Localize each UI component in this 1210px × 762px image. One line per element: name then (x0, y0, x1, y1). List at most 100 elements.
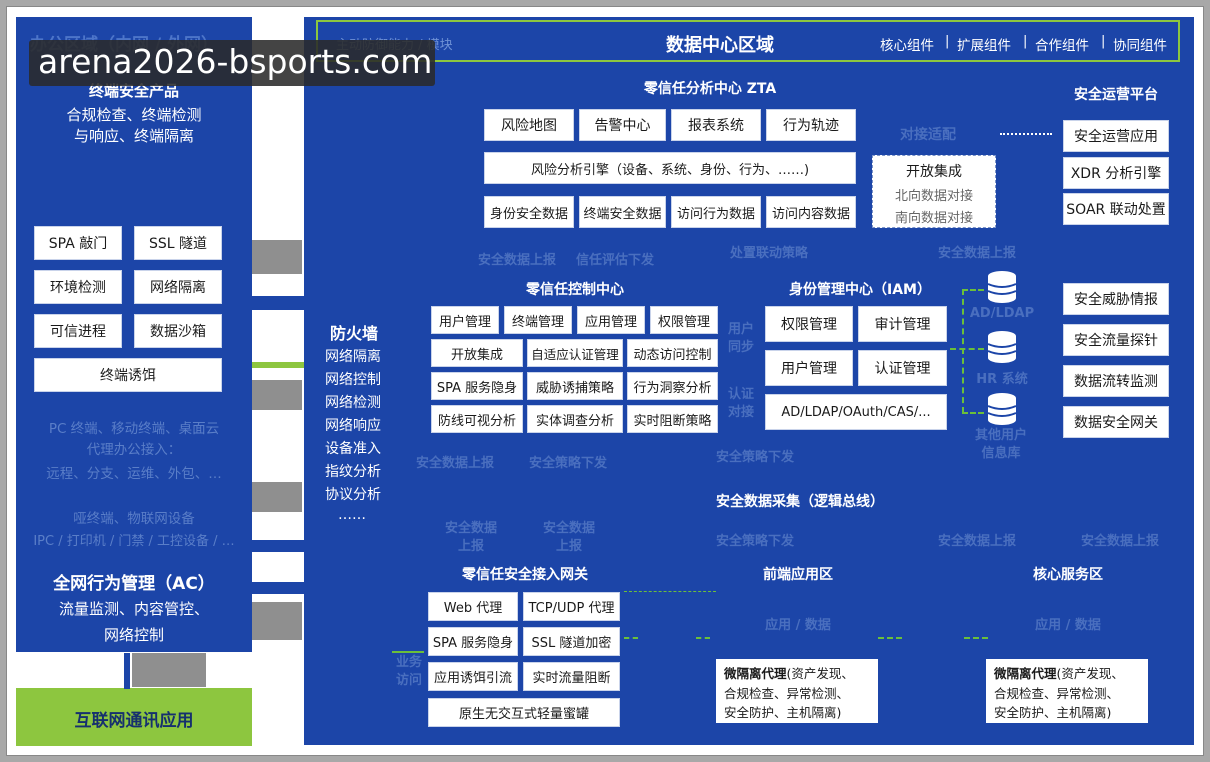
ztc-threat-trap: 威胁诱捕策略 (527, 372, 623, 400)
iam-title: 身份管理中心（IAM） (789, 282, 931, 298)
datacenter-header-inner (318, 22, 1178, 60)
ztc-realtime-block: 实时阻断策略 (627, 405, 718, 433)
pc-line1: PC 终端、移动终端、桌面云 (48, 421, 220, 437)
db-connector (962, 289, 984, 291)
connector-block (252, 240, 302, 274)
connector-line (252, 582, 304, 594)
label-policy-down1: 安全策略下发 (529, 456, 608, 471)
pc-line3: 远程、分支、运维、外包、… (46, 466, 222, 482)
ac-title: 全网行为管理（AC） (53, 574, 215, 594)
core-micro-desc1: (资产发现、 (1056, 666, 1124, 681)
db-label-ad: AD/LDAP (969, 306, 1035, 321)
office-feature-env: 环境检测 (34, 270, 122, 304)
ztc-open-integration: 开放集成 (431, 339, 523, 367)
iam-auth-mgmt: 认证管理 (858, 350, 947, 386)
firewall-item: 网络隔离 (325, 349, 381, 365)
ztc-spa-stealth: SPA 服务隐身 (431, 372, 523, 400)
database-icon (987, 393, 1017, 425)
front-micro-line1: 微隔离代理(资产发现、 (724, 664, 854, 683)
database-icon (987, 271, 1017, 303)
firewall-item: 网络控制 (325, 372, 381, 388)
ac-line2: 网络控制 (103, 626, 164, 644)
adapter-dots (1000, 133, 1052, 135)
ztc-dynamic-access: 动态访问控制 (627, 339, 718, 367)
zta-behavior-trace: 行为轨迹 (766, 109, 856, 141)
datacenter-title: 数据中心区域 (666, 35, 774, 56)
adapter-title: 对接适配 (900, 127, 956, 143)
soc-xdr: XDR 分析引擎 (1063, 157, 1169, 189)
ztc-user-mgmt: 用户管理 (431, 306, 499, 334)
db-connector (962, 412, 984, 414)
svc-data-flow: 数据流转监测 (1063, 365, 1169, 397)
front-micro-desc3: 安全防护、主机隔离) (724, 705, 842, 720)
office-feature-decoy: 终端诱饵 (34, 358, 222, 392)
iam-user-mgmt: 用户管理 (765, 350, 853, 386)
label-report-b: 安全数据上报 (542, 521, 595, 554)
zta-access-content-data: 访问内容数据 (766, 196, 856, 228)
core-micro-title: 微隔离代理 (994, 666, 1057, 681)
core-title: 核心服务区 (1033, 567, 1103, 583)
gateway-title: 零信任安全接入网关 (462, 567, 588, 583)
connector-line (124, 653, 130, 689)
legend-core: 核心组件 (880, 38, 934, 54)
internet-app-label: 互联网通讯应用 (74, 711, 194, 731)
label-report-a: 安全数据上报 (444, 521, 497, 554)
dumb-line2: IPC / 打印机 / 门禁 / 工控设备 / … (33, 534, 235, 549)
connector-line (252, 362, 304, 368)
firewall-item: 网络响应 (325, 418, 381, 434)
gw-web-proxy: Web 代理 (428, 592, 518, 621)
front-title: 前端应用区 (763, 567, 833, 583)
zta-access-behavior-data: 访问行为数据 (671, 196, 761, 228)
adapter-south: 南向数据对接 (894, 211, 973, 226)
gw-ssl-tunnel: SSL 隧道加密 (523, 627, 620, 656)
firewall-item: 网络检测 (325, 395, 381, 411)
connector-block (252, 602, 302, 640)
firewall-item: 设备准入 (325, 441, 381, 457)
data-collect-bus: 安全数据采集（逻辑总线） (716, 494, 884, 510)
gw-realtime-block: 实时流量阻断 (523, 662, 620, 691)
front-micro-desc2: 合规检查、异常检测、 (724, 686, 850, 701)
database-icon (987, 331, 1017, 363)
ztc-endpoint-mgmt: 终端管理 (504, 306, 572, 334)
label-report2: 安全数据上报 (938, 246, 1017, 261)
office-feature-ssl: SSL 隧道 (134, 226, 222, 260)
ztc-adaptive-auth: 自适应认证管理 (527, 339, 623, 367)
watermark-text: arena2026-bsports.com (38, 42, 433, 81)
firewall-item: 指纹分析 (325, 464, 381, 480)
endpoint-product-desc2: 与响应、终端隔离 (73, 127, 194, 145)
connector-block (252, 380, 302, 410)
watermark (29, 40, 435, 86)
ztc-defense-visual: 防线可视分析 (431, 405, 523, 433)
label-trust-down: 信任评估下发 (576, 253, 655, 268)
zta-report-system: 报表系统 (671, 109, 761, 141)
front-core-arrow (878, 637, 902, 639)
gw-front-arrow (624, 637, 638, 639)
adapter-box (872, 155, 996, 228)
label-handle-policy: 处置联动策略 (730, 246, 809, 261)
label-report3: 安全数据上报 (416, 456, 495, 471)
db-connector (950, 348, 984, 350)
front-micro-box (716, 659, 878, 723)
label-business-access: 业务访问 (395, 655, 422, 688)
office-feature-isolation: 网络隔离 (134, 270, 222, 304)
soc-soar: SOAR 联动处置 (1063, 193, 1169, 225)
db-connector (962, 289, 964, 413)
soc-title: 安全运营平台 (1074, 87, 1158, 103)
legend-partner: 合作组件 (1035, 38, 1089, 54)
office-feature-trusted-process: 可信进程 (34, 314, 122, 348)
ztc-title: 零信任控制中心 (526, 282, 624, 298)
endpoint-product-desc1: 合规检查、终端检测 (66, 106, 202, 124)
gw-honeypot: 原生无交互式轻量蜜罐 (428, 698, 620, 727)
zta-risk-engine: 风险分析引擎（设备、系统、身份、行为、……) (484, 152, 856, 184)
gw-front-arrow (696, 637, 710, 639)
adapter-open-title: 开放集成 (906, 164, 962, 180)
core-micro-desc3: 安全防护、主机隔离) (994, 705, 1112, 720)
zta-title: 零信任分析中心 ZTA (643, 81, 777, 97)
ztc-app-mgmt: 应用管理 (577, 306, 645, 334)
core-micro-line1: 微隔离代理(资产发现、 (994, 664, 1124, 683)
svc-traffic-probe: 安全流量探针 (1063, 324, 1169, 356)
gw-front-arrow (624, 591, 716, 592)
office-feature-sandbox: 数据沙箱 (134, 314, 222, 348)
firewall-item: …… (338, 507, 366, 523)
gw-tcp-udp-proxy: TCP/UDP 代理 (523, 592, 620, 621)
